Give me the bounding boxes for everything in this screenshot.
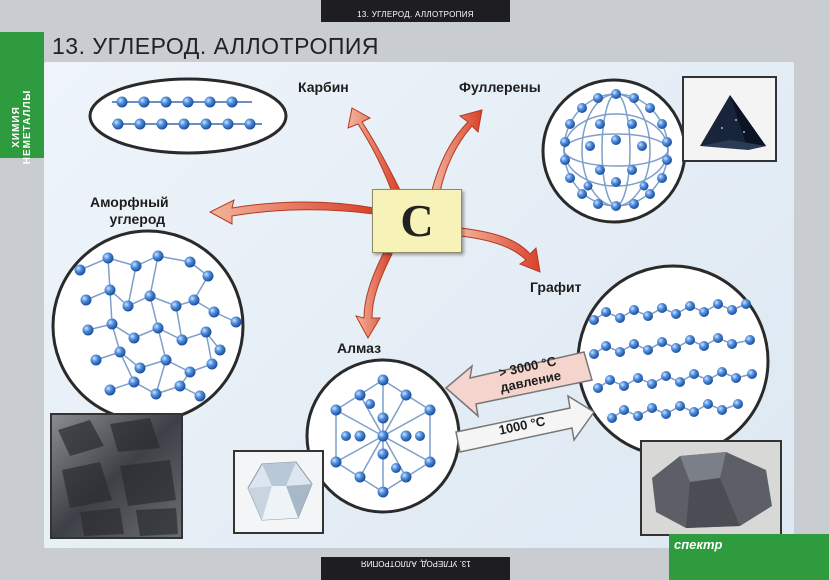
carbon-symbol-box: C	[372, 189, 462, 253]
publisher-logo: спектр	[669, 534, 829, 580]
arrow-to-carbyne	[347, 107, 401, 193]
amorphous-atoms	[74, 250, 242, 402]
label-graphite: Графит	[530, 279, 582, 295]
transition-arrows	[444, 351, 596, 453]
arrow-graphite-to-diamond	[444, 351, 593, 418]
carbyne-ellipse	[88, 77, 288, 155]
arrow-to-fullerene	[431, 109, 483, 193]
diamond-atoms	[330, 374, 436, 498]
bottom-tab: 13. УГЛЕРОД. АЛЛОТРОПИЯ	[321, 557, 510, 580]
top-tab-label: 13. УГЛЕРОД. АЛЛОТРОПИЯ	[357, 10, 474, 19]
label-fullerenes: Фуллерены	[459, 79, 541, 95]
amorphous-circle	[51, 229, 245, 423]
diamond-gem-image	[247, 461, 313, 521]
arrow-diamond-to-graphite	[455, 394, 596, 453]
arrow-to-graphite	[459, 227, 541, 273]
label-carbyne: Карбин	[298, 79, 349, 95]
arrows-from-carbon	[208, 107, 541, 340]
graphite-circle	[576, 264, 770, 458]
fullerene-atoms	[560, 89, 672, 211]
graphite-atoms	[589, 299, 757, 423]
pyramid-image	[700, 95, 766, 150]
arrow-to-amorphous	[208, 199, 375, 225]
label-amorphous-line2: углерод	[109, 211, 166, 227]
page-title: 13. УГЛЕРОД. АЛЛОТРОПИЯ	[52, 33, 380, 59]
label-amorphous-line1: Аморфный	[90, 194, 169, 210]
top-tab: 13. УГЛЕРОД. АЛЛОТРОПИЯ	[321, 0, 510, 22]
publisher-brand: спектр	[674, 537, 723, 552]
carbyne-chains	[112, 96, 262, 130]
coal-texture	[58, 418, 178, 536]
arrow-to-diamond	[355, 251, 393, 340]
graphite-rock-image	[652, 452, 772, 528]
bottom-tab-label: 13. УГЛЕРОД. АЛЛОТРОПИЯ	[360, 559, 471, 568]
label-diamond: Алмаз	[337, 340, 382, 356]
label-amorphous-carbon: Аморфный углерод	[90, 194, 169, 228]
